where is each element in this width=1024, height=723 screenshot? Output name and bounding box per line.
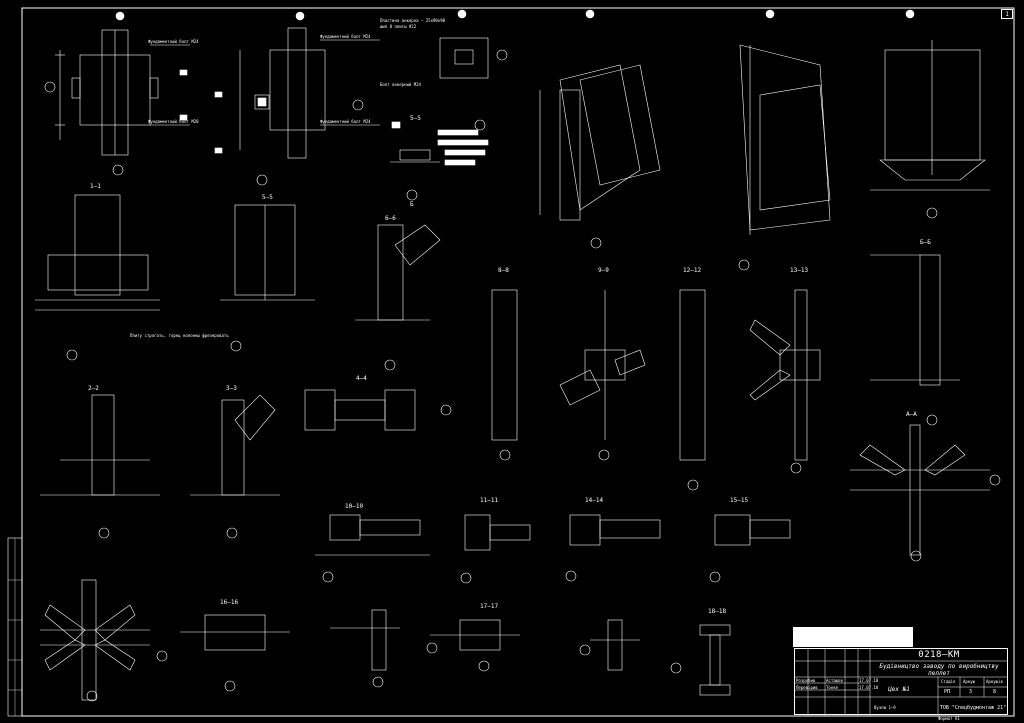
section-15-15 xyxy=(709,514,791,583)
section-17-17 xyxy=(426,619,520,672)
section-5-5-small xyxy=(390,129,489,201)
section-label-b-b: Б–Б xyxy=(920,239,931,246)
organisation: ТОВ "Спецбудмонтаж 21" xyxy=(939,705,1007,711)
title-block-lines xyxy=(794,648,1008,716)
note-bolt-3: Фундаментний болт М24 xyxy=(320,34,371,39)
stage-header: Стадія xyxy=(941,679,956,684)
section-4-4 xyxy=(304,389,452,431)
section-label-2-2: 2–2 xyxy=(88,385,99,392)
sheet-value: 3 xyxy=(969,689,973,695)
node-13-right xyxy=(579,619,640,671)
name-checker: Тонке xyxy=(826,685,839,690)
stage-value: РП xyxy=(944,689,951,695)
sheet-format: Формат А1 xyxy=(938,716,960,721)
date-checker: 17.07.18 xyxy=(859,685,879,690)
section-5-5-base xyxy=(220,204,315,352)
section-16-16 xyxy=(156,614,290,692)
section-label-a-a: А–А xyxy=(906,411,917,418)
node-detail-anchor-plate xyxy=(391,9,508,131)
node-truss-1 xyxy=(539,9,661,249)
sheet-number-box: 1 xyxy=(1001,9,1013,19)
section-2-2 xyxy=(40,394,160,539)
section-label-15-15: 15–15 xyxy=(730,497,748,504)
node-star-9 xyxy=(40,579,150,702)
note-mill: Плиту строгать, торец колонны фрезероват… xyxy=(130,333,229,338)
section-label-5-5: 5–5 xyxy=(262,194,273,201)
sheet-header: Аркуш xyxy=(963,679,976,684)
note-bolt-4: Фундаментний болт М24 xyxy=(320,119,371,124)
name-developer: Асташов xyxy=(826,678,843,683)
note-plate: Пластина анкерна – 25х90х90 xyxy=(380,18,446,23)
section-bb-column xyxy=(870,254,960,426)
sheet-frame xyxy=(21,7,1015,717)
node-column-head-bb xyxy=(870,9,990,219)
note-bolt-2: Фундаментний болт М20 xyxy=(148,119,199,124)
section-label-1-1: 1–1 xyxy=(90,183,101,190)
sheets-header: Аркушів xyxy=(986,679,1003,684)
section-1-1-base xyxy=(35,194,160,361)
role-developer: Розробив xyxy=(796,678,816,683)
section-label-b: Б xyxy=(410,201,414,208)
section-label-3-3: 3–3 xyxy=(226,385,237,392)
node-truss-2 xyxy=(738,9,831,271)
section-11-11 xyxy=(460,514,531,584)
section-label-5-5-small: 5–5 xyxy=(410,115,421,122)
section-label-18-18: 18–18 xyxy=(708,608,726,615)
drawing-title: Будівництво заводу по виробництву пеллет xyxy=(879,663,999,677)
section-label-17-17: 17–17 xyxy=(480,603,498,610)
section-aa-cross xyxy=(850,424,1001,562)
section-3-3 xyxy=(190,394,280,539)
section-label-10-10: 10–10 xyxy=(345,503,363,510)
note-bolt-1: Фундаментний болт М24 xyxy=(148,39,199,44)
section-label-12-12: 12–12 xyxy=(683,267,701,274)
date-developer: 17.07.18 xyxy=(859,678,879,683)
sheets-value: 8 xyxy=(993,689,997,695)
section-8-8 xyxy=(491,289,518,461)
role-checker: Перевірив xyxy=(796,685,818,690)
section-label-16-16: 16–16 xyxy=(220,599,238,606)
note-anchor: Болт анкерний М24 xyxy=(380,82,422,87)
section-13-13 xyxy=(749,289,821,474)
section-label-6-6: 6–6 xyxy=(385,215,396,222)
section-6-6-base xyxy=(355,224,441,371)
drawing-object: Цех №1 xyxy=(888,686,910,693)
section-label-11-11: 11–11 xyxy=(480,497,498,504)
section-label-4-4: 4–4 xyxy=(356,375,367,382)
stamp-box xyxy=(793,627,913,647)
node-detail-column-base-2 xyxy=(214,11,380,186)
section-label-8-8: 8–8 xyxy=(498,267,509,274)
section-12-12 xyxy=(679,289,706,491)
section-label-13-13: 13–13 xyxy=(790,267,808,274)
section-14-14 xyxy=(565,514,661,582)
node-detail-column-base-1 xyxy=(44,11,190,176)
title-block xyxy=(794,648,1008,715)
section-18-18 xyxy=(670,624,731,696)
drawing-sheet-note: Вузли 1–9 xyxy=(874,705,896,710)
section-label-9-9: 9–9 xyxy=(598,267,609,274)
note-plate-2: шип 8 плиты #22 xyxy=(380,24,417,29)
section-10-10 xyxy=(315,514,430,583)
section-9-9 xyxy=(559,290,646,461)
section-label-14-14: 14–14 xyxy=(585,497,603,504)
drawing-code: 0218–КМ xyxy=(918,650,960,660)
node-13-left xyxy=(330,609,400,688)
